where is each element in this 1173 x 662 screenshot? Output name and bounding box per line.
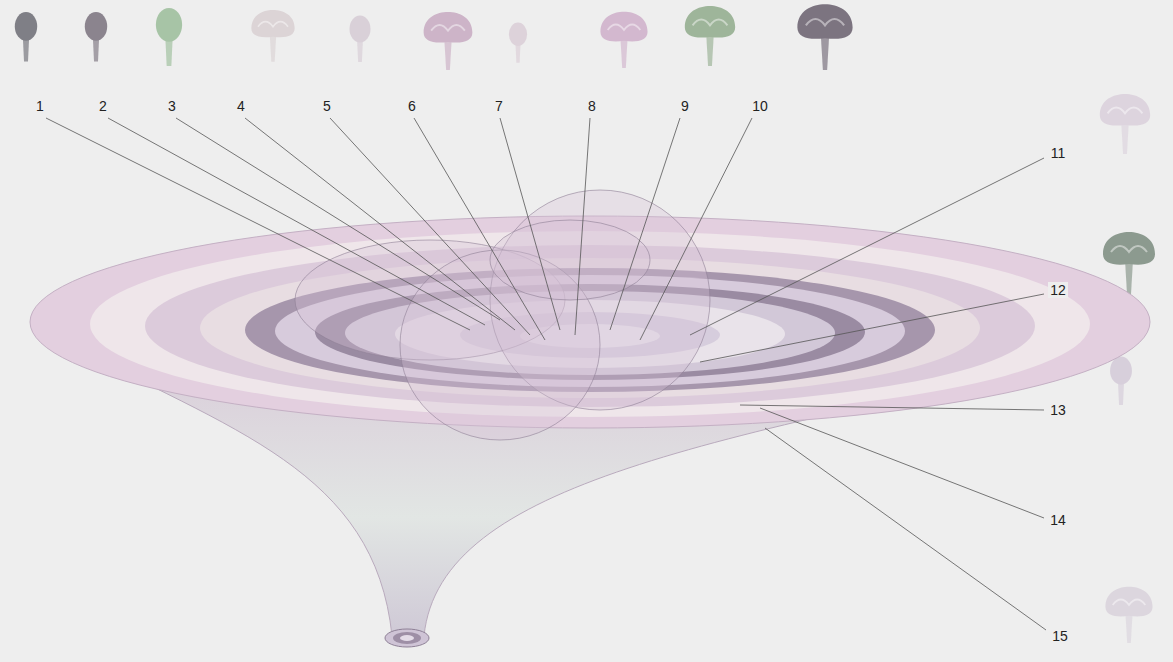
funnel-outlet bbox=[385, 629, 429, 647]
callout-number: 8 bbox=[586, 98, 598, 114]
callout-number: 5 bbox=[321, 98, 333, 114]
callout-number: 12 bbox=[1048, 282, 1068, 298]
petal-outlines bbox=[295, 190, 710, 440]
leader-lines bbox=[46, 118, 1046, 630]
flower-figures bbox=[1100, 94, 1155, 643]
callout-number: 1 bbox=[34, 98, 46, 114]
callout-number: 15 bbox=[1050, 628, 1070, 644]
callout-number: 6 bbox=[406, 98, 418, 114]
callout-number: 3 bbox=[166, 98, 178, 114]
callout-number: 7 bbox=[493, 98, 505, 114]
callout-number: 4 bbox=[235, 98, 247, 114]
callout-number: 9 bbox=[679, 98, 691, 114]
callout-number: 10 bbox=[750, 98, 770, 114]
callout-number: 11 bbox=[1049, 145, 1068, 161]
callout-number: 2 bbox=[97, 98, 109, 114]
bud-figures bbox=[15, 4, 853, 70]
callout-number: 13 bbox=[1048, 402, 1068, 418]
callout-number: 14 bbox=[1048, 512, 1068, 528]
